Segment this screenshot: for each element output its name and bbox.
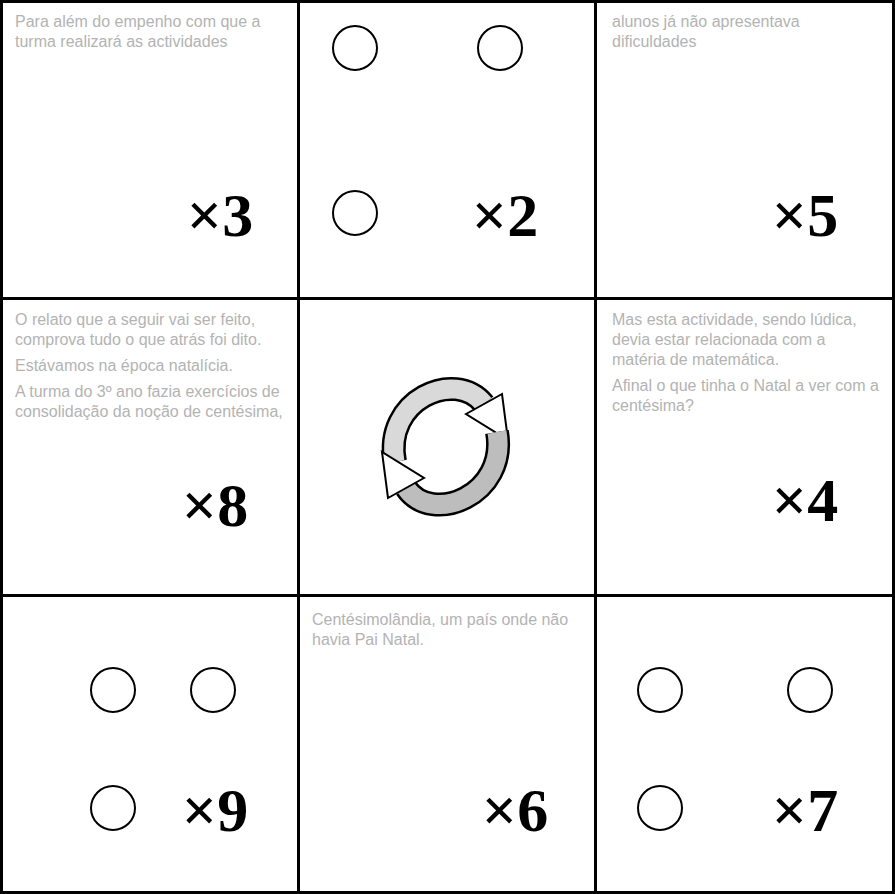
background-text: alunos já não apresentava dificuldades bbox=[612, 12, 880, 52]
operator-label: ×5 bbox=[772, 184, 838, 246]
operator-label: ×4 bbox=[772, 469, 838, 531]
empty-circle bbox=[638, 786, 682, 830]
empty-circle bbox=[91, 786, 135, 830]
empty-circle bbox=[91, 668, 135, 712]
grid-cell: ×7 bbox=[594, 594, 895, 894]
operator-label: ×3 bbox=[187, 184, 253, 246]
background-text: Afinal o que tinha o Natal a ver com a c… bbox=[612, 376, 880, 416]
faded-text-block: Para além do empenho com que a turma rea… bbox=[15, 12, 287, 58]
empty-circle bbox=[638, 668, 682, 712]
background-text: Para além do empenho com que a turma rea… bbox=[15, 12, 287, 52]
background-text: Estávamos na época natalícia. bbox=[15, 356, 287, 376]
operator-label: ×7 bbox=[772, 779, 838, 841]
empty-circle bbox=[478, 26, 522, 70]
faded-text-block: Mas esta actividade, sendo lúdica, devia… bbox=[612, 310, 880, 422]
faded-text-block: O relato que a seguir vai ser feito, com… bbox=[15, 310, 287, 428]
grid-cell: ×2 bbox=[297, 0, 597, 300]
faded-text-block: Centésimolândia, um país onde não havia … bbox=[312, 610, 584, 656]
empty-circle bbox=[333, 26, 377, 70]
operator-label: ×2 bbox=[472, 184, 538, 246]
operator-label: ×6 bbox=[482, 779, 548, 841]
grid-cell: ×9 bbox=[0, 594, 300, 894]
background-text: O relato que a seguir vai ser feito, com… bbox=[15, 310, 287, 350]
background-text: A turma do 3º ano fazia exercícios de co… bbox=[15, 382, 287, 422]
faded-text-block: alunos já não apresentava dificuldades bbox=[612, 12, 880, 58]
background-text: Centésimolândia, um país onde não havia … bbox=[312, 610, 584, 650]
operator-label: ×8 bbox=[182, 474, 248, 536]
rotation-arrows bbox=[382, 389, 508, 505]
operator-label: ×9 bbox=[182, 779, 248, 841]
empty-circle bbox=[788, 668, 832, 712]
background-text: Mas esta actividade, sendo lúdica, devia… bbox=[612, 310, 880, 370]
empty-circle bbox=[191, 668, 235, 712]
empty-circle bbox=[333, 191, 377, 235]
